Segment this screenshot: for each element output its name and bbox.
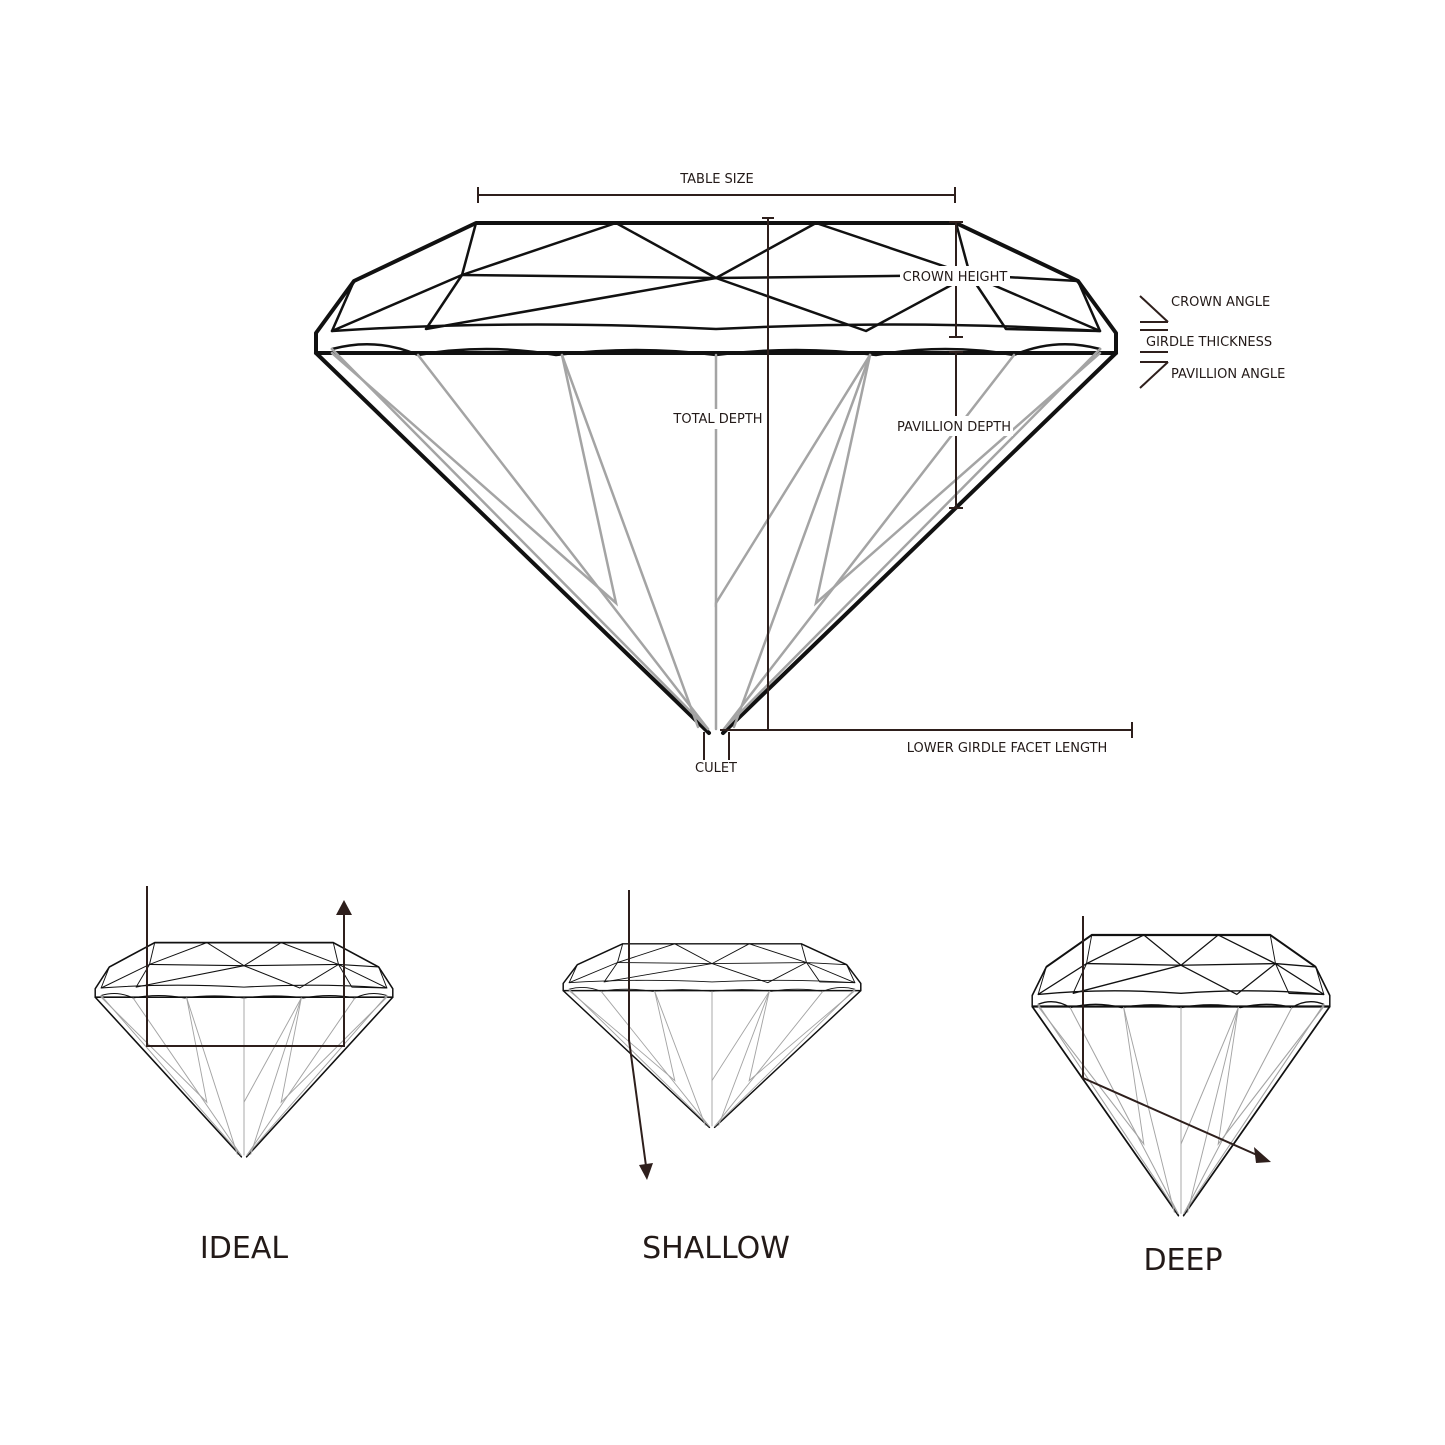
deep-light-path <box>1082 916 1271 1163</box>
pavillion-depth-label: PAVILLION DEPTH <box>897 420 1011 435</box>
main-diamond <box>314 221 1118 735</box>
shallow-light-path <box>628 890 653 1180</box>
lower-girdle-facet-length-label: LOWER GIRDLE FACET LENGTH <box>907 741 1108 756</box>
deep-label: DEEP <box>1143 1243 1222 1278</box>
total-depth-label: TOTAL DEPTH <box>672 412 762 427</box>
girdle-thickness-label: GIRDLE THICKNESS <box>1146 335 1272 350</box>
ideal-diamond <box>94 941 394 1158</box>
pavillion-angle-label: PAVILLION ANGLE <box>1171 367 1285 382</box>
shallow-diamond <box>562 943 862 1129</box>
culet-label: CULET <box>695 761 737 776</box>
crown-angle-label: CROWN ANGLE <box>1171 295 1270 310</box>
crown-height-label: CROWN HEIGHT <box>903 270 1008 285</box>
dimension-lines <box>477 187 1169 760</box>
deep-diamond <box>1031 933 1331 1217</box>
ideal-label: IDEAL <box>200 1231 288 1266</box>
table-size-label: TABLE SIZE <box>679 172 754 187</box>
measurement-labels: TABLE SIZE CROWN HEIGHT CROWN ANGLE GIRD… <box>672 172 1285 776</box>
shallow-label: SHALLOW <box>642 1231 790 1266</box>
ideal-light-path <box>146 886 352 1047</box>
